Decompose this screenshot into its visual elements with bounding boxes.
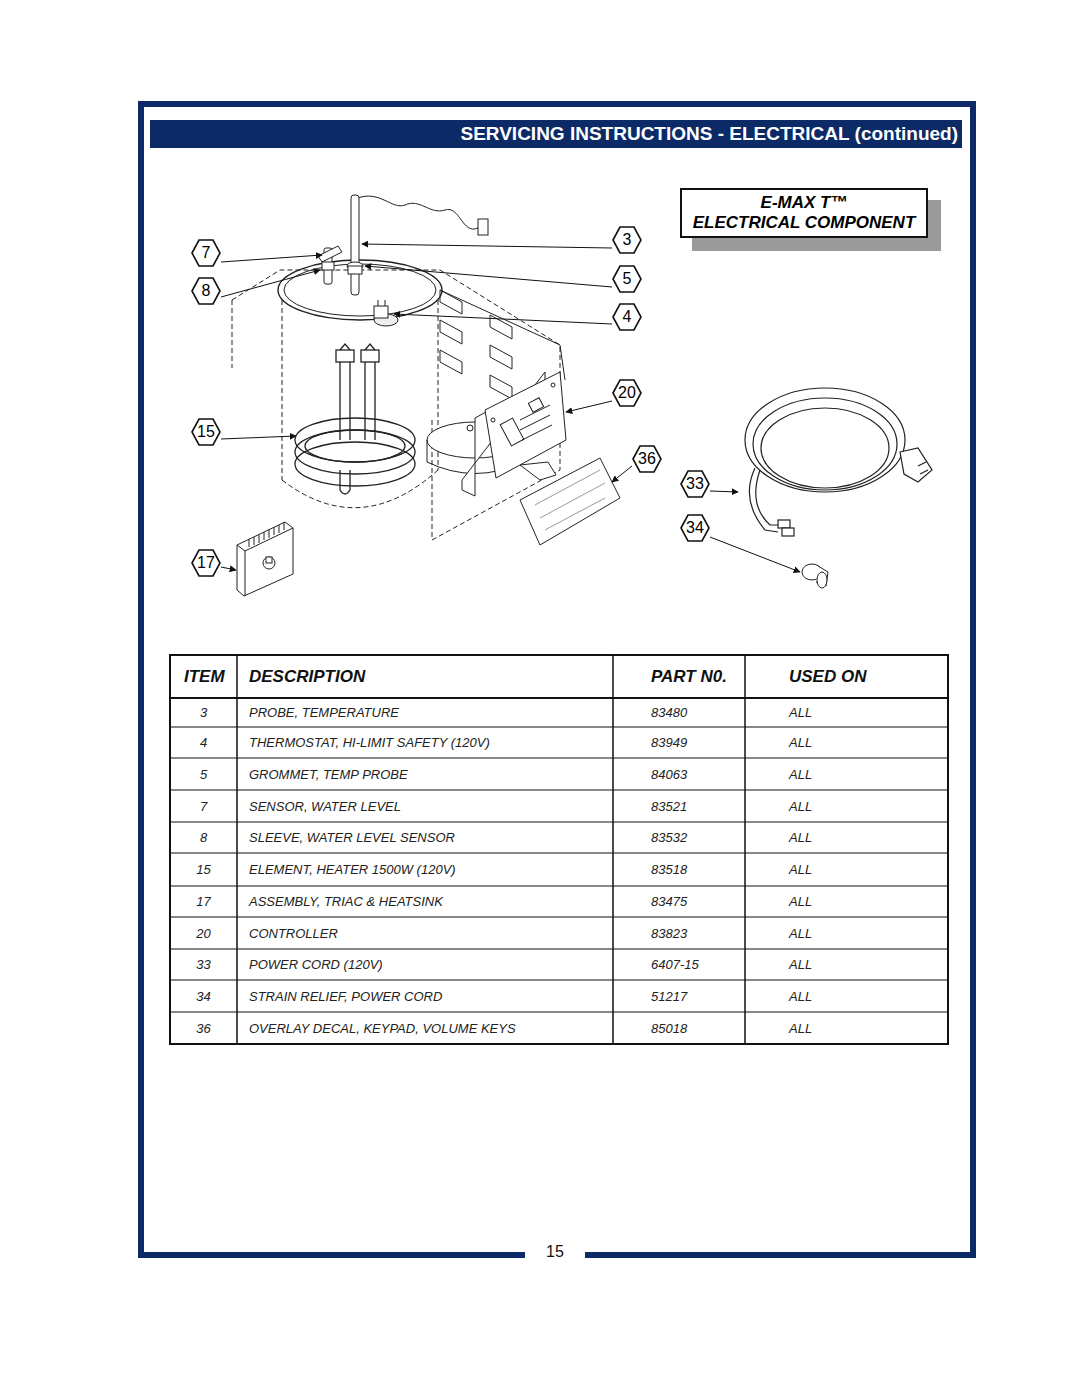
table-cell: 5 <box>172 759 235 789</box>
callout-number: 34 <box>680 514 710 542</box>
controller-board <box>462 372 566 496</box>
table-cell: ALL <box>747 699 946 726</box>
callout-number: 20 <box>612 379 642 407</box>
table-cell: 8 <box>172 823 235 852</box>
table-header: USED ON <box>747 656 946 697</box>
page-number: 15 <box>525 1240 585 1264</box>
table-cell: 83475 <box>615 887 743 916</box>
table-cell: ALL <box>747 791 946 821</box>
table-cell: 83949 <box>615 728 743 757</box>
table-cell: 33 <box>172 950 235 979</box>
table-cell: 15 <box>172 854 235 885</box>
table-cell: GROMMET, TEMP PROBE <box>239 759 611 789</box>
parts-table-grid <box>170 655 948 1044</box>
page-number-gap <box>525 1240 585 1264</box>
title-box: E-MAX T™ELECTRICAL COMPONENT <box>680 188 928 238</box>
table-cell: ALL <box>747 759 946 789</box>
table-cell: 83532 <box>615 823 743 852</box>
callout-number: 15 <box>191 418 221 446</box>
table-cell: 34 <box>172 981 235 1011</box>
hi-limit-thermostat <box>374 300 398 326</box>
callout-number: 15 <box>191 418 221 446</box>
callout-number: 3 <box>612 226 642 254</box>
callout-number: 33 <box>680 470 710 498</box>
table-cell: OVERLAY DECAL, KEYPAD, VOLUME KEYS <box>239 1013 611 1043</box>
table-header: PART N0. <box>615 656 743 697</box>
callout-number: 3 <box>612 226 642 254</box>
table-cell: 85018 <box>615 1013 743 1043</box>
table-cell: SLEEVE, WATER LEVEL SENSOR <box>239 823 611 852</box>
table-cell: SENSOR, WATER LEVEL <box>239 791 611 821</box>
callout-number: 4 <box>612 303 642 331</box>
table-cell: 17 <box>172 887 235 916</box>
table-cell: ALL <box>747 918 946 948</box>
box-heading: ELECTRICAL COMPONENT <box>688 213 920 233</box>
table-cell: 51217 <box>615 981 743 1011</box>
table-cell: ALL <box>747 1013 946 1043</box>
tank-housing <box>232 260 565 540</box>
table-header: ITEM <box>172 656 235 697</box>
box-heading: E-MAX T™ <box>688 193 920 213</box>
triac-heatsink <box>237 522 293 596</box>
power-cord <box>745 388 932 536</box>
table-cell: 36 <box>172 1013 235 1043</box>
callout-number: 5 <box>612 265 642 293</box>
callout-number: 17 <box>191 549 221 577</box>
table-cell: ALL <box>747 728 946 757</box>
water-level-sensor <box>318 246 342 284</box>
table-cell: 83823 <box>615 918 743 948</box>
callout-number: 5 <box>612 265 642 293</box>
table-cell: ALL <box>747 854 946 885</box>
table-cell: CONTROLLER <box>239 918 611 948</box>
table-header: DESCRIPTION <box>239 656 611 697</box>
table-cell: THERMOSTAT, HI-LIMIT SAFETY (120V) <box>239 728 611 757</box>
table-cell: STRAIN RELIEF, POWER CORD <box>239 981 611 1011</box>
vent-slots <box>440 290 512 399</box>
callout-number: 33 <box>680 470 710 498</box>
table-cell: ELEMENT, HEATER 1500W (120V) <box>239 854 611 885</box>
heater-element <box>295 344 415 494</box>
table-cell: ALL <box>747 950 946 979</box>
page-frame <box>141 104 973 1255</box>
callout-number: 8 <box>191 277 221 305</box>
table-cell: ASSEMBLY, TRIAC & HEATSINK <box>239 887 611 916</box>
callout-number: 20 <box>612 379 642 407</box>
table-cell: 20 <box>172 918 235 948</box>
table-cell: ALL <box>747 981 946 1011</box>
callout-number: 8 <box>191 277 221 305</box>
strain-relief <box>802 564 828 588</box>
table-cell: 84063 <box>615 759 743 789</box>
callout-number: 36 <box>632 445 662 473</box>
table-cell: 83521 <box>615 791 743 821</box>
leader-lines <box>221 244 800 572</box>
page-title: SERVICING INSTRUCTIONS - ELECTRICAL (con… <box>460 122 958 146</box>
table-cell: PROBE, TEMPERATURE <box>239 699 611 726</box>
table-cell: 7 <box>172 791 235 821</box>
callout-number: 34 <box>680 514 710 542</box>
keypad-overlay <box>520 458 620 545</box>
callout-number: 7 <box>191 239 221 267</box>
table-cell: 6407-15 <box>615 950 743 979</box>
table-cell: 3 <box>172 699 235 726</box>
table-cell: 4 <box>172 728 235 757</box>
table-cell: ALL <box>747 887 946 916</box>
callout-number: 36 <box>632 445 662 473</box>
callout-number: 7 <box>191 239 221 267</box>
callout-number: 17 <box>191 549 221 577</box>
callout-number: 4 <box>612 303 642 331</box>
table-cell: 83518 <box>615 854 743 885</box>
table-cell: POWER CORD (120V) <box>239 950 611 979</box>
table-cell: 83480 <box>615 699 743 726</box>
header-band <box>150 120 962 148</box>
table-cell: ALL <box>747 823 946 852</box>
